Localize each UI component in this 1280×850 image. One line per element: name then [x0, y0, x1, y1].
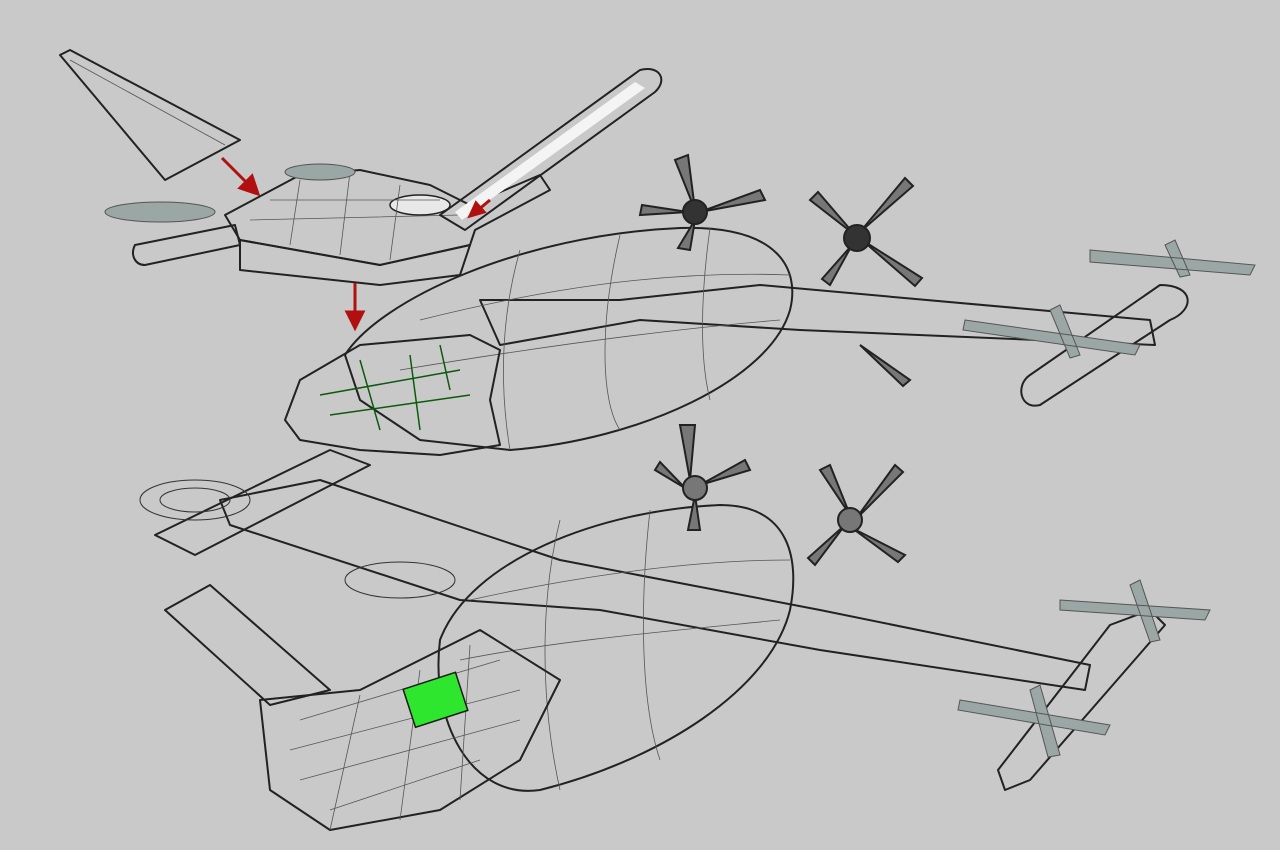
- lower-left-boom: [154, 449, 371, 556]
- upper-left-rotors: [104, 163, 356, 223]
- lower-rotor-rear: [957, 579, 1211, 758]
- upper-tail-boom: [439, 68, 663, 231]
- upper-green-module: [284, 334, 501, 456]
- lower-aircraft: [139, 424, 1211, 831]
- lower-yellow-module: [259, 629, 561, 831]
- upper-rotor-rear: [962, 239, 1256, 359]
- upper-main-wing: [479, 284, 1156, 346]
- upper-aircraft: [59, 49, 1256, 456]
- upper-right-boom: [1020, 284, 1189, 407]
- lower-green-board: [402, 671, 469, 729]
- arrow-wing-to-module: [220, 156, 261, 197]
- arrow-tail-to-module: [467, 198, 491, 219]
- upper-yellow-underside: [239, 239, 471, 286]
- detached-wing: [59, 49, 241, 181]
- upper-rotors: [638, 153, 924, 388]
- lower-fuselage: [437, 504, 795, 792]
- arrow-module-to-body: [344, 283, 366, 332]
- lower-right-boom: [997, 609, 1166, 791]
- upper-fuselage: [344, 226, 794, 451]
- assembly-arrows: [220, 156, 491, 332]
- lower-rotor-front: [653, 424, 907, 567]
- lower-main-wing: [219, 479, 1091, 691]
- upper-left-boom: [132, 224, 241, 266]
- lower-rotor-sketch: [139, 479, 456, 599]
- lower-tail-fin: [164, 584, 331, 706]
